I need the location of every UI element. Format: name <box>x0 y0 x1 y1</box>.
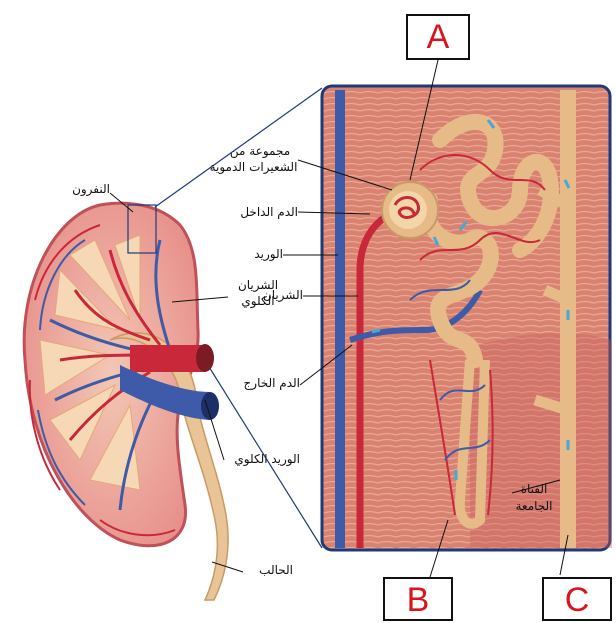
label-renal-vein: الوريد الكلوي <box>220 452 300 467</box>
label-capillaries-line2: الشعيرات الدموية <box>202 160 305 175</box>
label-artery: الشريان <box>248 288 303 303</box>
label-collecting-duct-line2: الجامعة <box>504 499 564 514</box>
label-nephron: النفرون <box>46 182 110 197</box>
label-capillaries-line1: مجموعة من <box>215 144 305 159</box>
label-blood-out: الدم الخارج <box>233 376 300 391</box>
marker-a: A <box>406 14 470 60</box>
nephron-zoom-panel <box>322 86 612 550</box>
marker-c: C <box>542 577 612 621</box>
marker-b: B <box>383 577 453 621</box>
label-collecting-duct-line1: القناة <box>510 482 558 497</box>
label-ureter: الحالب <box>243 563 293 578</box>
label-vein: الوريد <box>230 247 283 262</box>
label-blood-in: الدم الداخل <box>214 205 298 220</box>
kidney-cross-section <box>24 203 228 600</box>
